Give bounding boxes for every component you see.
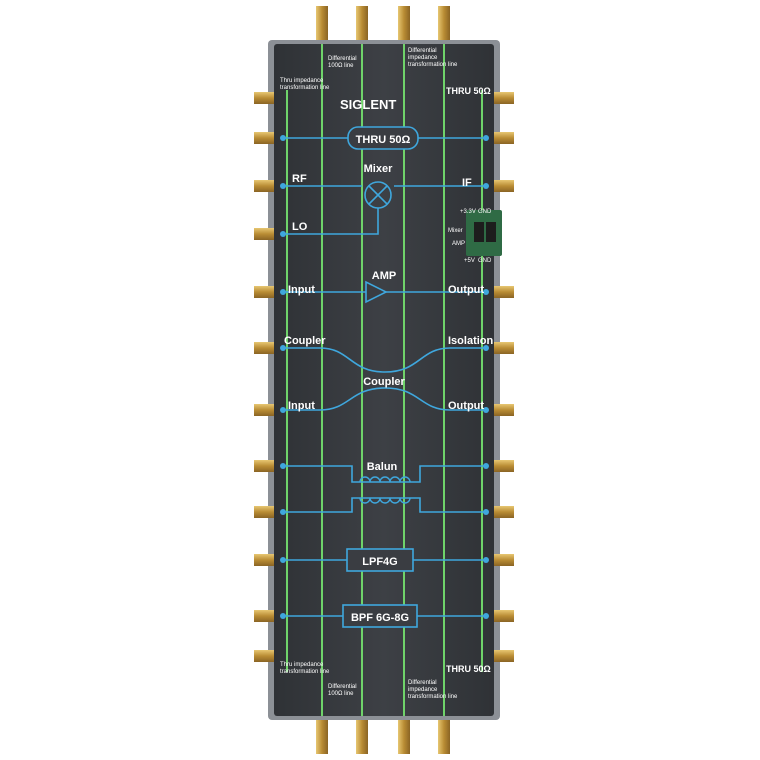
trace-endpoints (280, 135, 489, 619)
diff-impedance-top-line3: transformation line (408, 62, 458, 68)
board-panel (274, 44, 494, 716)
amplifier-icon (365, 280, 388, 304)
lo-label: LO (292, 221, 308, 233)
top-sma-connectors (316, 6, 450, 40)
power-mixer-label: Mixer (448, 228, 463, 234)
thru-impedance-top-line1: Thru impedance (280, 78, 324, 84)
balun-coil-icon (359, 476, 411, 504)
left-sma-connectors (254, 92, 274, 662)
power-33v-label: +3.3V (460, 209, 476, 215)
power-gnd-label-2: GND (478, 258, 492, 264)
diff-impedance-bottom-line2: impedance (408, 687, 438, 693)
differential-top-line1: Differential (328, 56, 357, 62)
differential-top-line2: 100Ω line (328, 63, 354, 69)
balun-title: Balun (367, 461, 398, 473)
differential-bottom-line2: 100Ω line (328, 691, 354, 697)
amp-output-label: Output (448, 284, 484, 296)
isolation-label: Isolation (448, 335, 494, 347)
lpf-box (346, 548, 414, 572)
rf-label: RF (292, 173, 307, 185)
coupler-title: Coupler (363, 376, 405, 388)
power-5v-label: +5V (464, 258, 475, 264)
bpf-label: BPF 6G-8G (351, 612, 409, 624)
if-label: IF (462, 177, 472, 189)
thru-bottom-right-label: THRU 50Ω (446, 664, 491, 674)
green-transmission-lines (286, 44, 483, 716)
amp-input-label: Input (288, 284, 315, 296)
amp-title: AMP (372, 270, 396, 282)
coupler-port-label: Coupler (284, 335, 326, 347)
power-amp-label: AMP (452, 241, 465, 247)
coupler-input-label: Input (288, 400, 315, 412)
power-header (466, 210, 502, 256)
thru-impedance-bottom-line2: transformation line (280, 669, 330, 675)
thru-impedance-top-line2: transformation line (280, 85, 330, 91)
thru-impedance-bottom-line1: Thru impedance (280, 662, 324, 668)
diff-impedance-top-line1: Differential (408, 48, 437, 54)
mixer-icon (364, 181, 392, 209)
diff-impedance-bottom-line3: transformation line (408, 694, 458, 700)
thru-top-right-label: THRU 50Ω (446, 86, 491, 96)
bottom-sma-connectors (316, 720, 450, 754)
thru-center-label: THRU 50Ω (356, 134, 411, 146)
thru-box (347, 126, 419, 150)
diff-impedance-top-line2: impedance (408, 55, 438, 61)
diff-impedance-bottom-line1: Differential (408, 680, 437, 686)
right-sma-connectors (494, 92, 514, 662)
power-gnd-label-1: GND (478, 209, 492, 215)
mixer-title: Mixer (364, 163, 393, 175)
differential-bottom-line1: Differential (328, 684, 357, 690)
siglent-logo: SIGLENT (340, 97, 396, 112)
bpf-box (342, 604, 418, 628)
lpf-label: LPF4G (362, 556, 397, 568)
coupler-output-label: Output (448, 400, 484, 412)
